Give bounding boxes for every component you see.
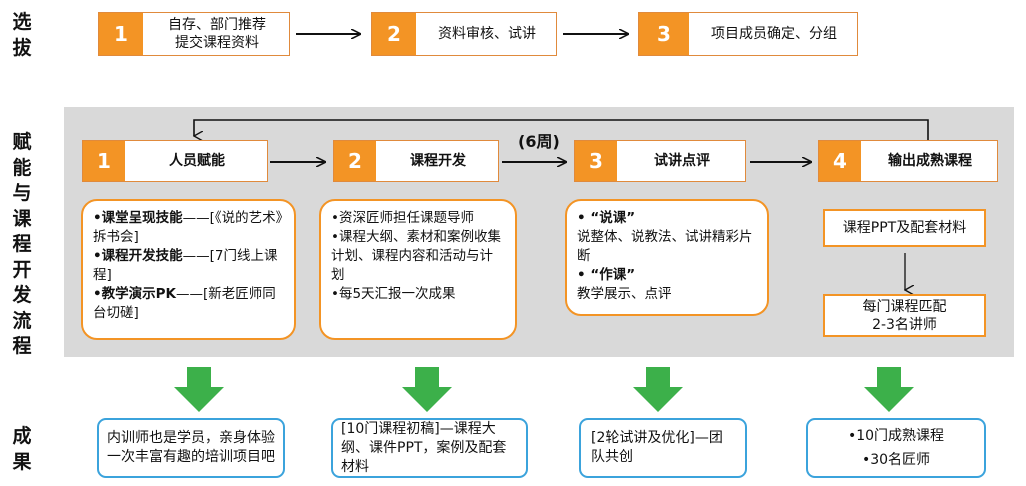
selection-step-2: 2 资料审核、试讲: [371, 12, 557, 56]
selection-step-1-number: 1: [99, 13, 143, 55]
detail-1-item-1: •课堂呈现技能——[《说的艺术》拆书会]: [93, 209, 284, 247]
loop-back-arrow: [194, 119, 929, 140]
detail-1-item-2-bold: •课程开发技能: [93, 248, 183, 264]
green-down-arrow-4: [864, 367, 914, 412]
row-label-process-text: 赋能与课程开发流程: [12, 131, 32, 357]
detail-2-item-3: •每5天汇报一次成果: [331, 286, 456, 302]
row-label-selection-text: 选拔: [12, 11, 32, 59]
duration-label: (6周): [518, 132, 560, 151]
detail-3-heading-1: • “说课”: [577, 210, 636, 226]
green-down-arrow-1: [174, 367, 224, 412]
process-step-3-title: 试讲点评: [654, 153, 710, 169]
detail-step-4-bottom: 每门课程匹配 2-3名讲师: [823, 294, 986, 337]
detail-2-item-1: •资深匠师担任课题导师: [331, 210, 474, 226]
result-box-4: •10门成熟课程 •30名匠师: [806, 418, 986, 478]
row-label-results-text: 成果: [12, 425, 32, 473]
process-step-3-number: 3: [575, 141, 617, 181]
selection-step-1: 1 自存、部门推荐 提交课程资料: [98, 12, 290, 56]
selection-step-1-text: 自存、部门推荐 提交课程资料: [168, 17, 266, 51]
process-step-1-number: 1: [83, 141, 125, 181]
selection-step-2-number: 2: [372, 13, 416, 55]
result-box-1: 内训师也是学员，亲身体验一次丰富有趣的培训项目吧: [97, 418, 285, 478]
process-step-4-number: 4: [819, 141, 861, 181]
process-step-1-title: 人员赋能: [169, 153, 225, 169]
green-down-arrow-3: [633, 367, 683, 412]
row-label-selection: 选拔: [9, 9, 35, 61]
detail-1-item-1-text: ——[《说的艺术》拆书会]: [93, 210, 283, 245]
row-label-process: 赋能与课程开发流程: [9, 130, 35, 360]
process-step-2-number: 2: [334, 141, 376, 181]
detail-step-4-top: 课程PPT及配套材料: [823, 209, 986, 247]
process-step-1: 1 人员赋能: [82, 140, 268, 182]
result-box-2: [10门课程初稿]—课程大纲、课件PPT，案例及配套材料: [331, 418, 528, 478]
process-step-2: 2 课程开发: [333, 140, 499, 182]
selection-step-3-text: 项目成员确定、分组: [711, 26, 837, 42]
detail-1-item-1-bold: •课堂呈现技能: [93, 210, 183, 226]
detail-1-item-3-text: ——[新老匠师同台切磋]: [93, 286, 276, 321]
detail-step-3: • “说课” 说整体、说教法、试讲精彩片断 • “作课” 教学展示、点评: [565, 199, 769, 316]
selection-step-3: 3 项目成员确定、分组: [638, 12, 858, 56]
detail-2-item-2: •课程大纲、素材和案例收集计划、课程内容和活动与计划: [331, 229, 501, 283]
detail-3-text-1: 说整体、说教法、试讲精彩片断: [577, 229, 753, 264]
detail-1-item-3-bold: •教学演示PK: [93, 286, 176, 302]
detail-step-2: •资深匠师担任课题导师 •课程大纲、素材和案例收集计划、课程内容和活动与计划 •…: [319, 199, 517, 340]
process-step-4: 4 输出成熟课程: [818, 140, 998, 182]
row-label-results: 成果: [9, 423, 35, 475]
detail-1-item-3: •教学演示PK——[新老匠师同台切磋]: [93, 285, 284, 323]
result-box-3: [2轮试讲及优化]—团队共创: [579, 418, 747, 478]
process-step-2-title: 课程开发: [410, 153, 466, 169]
process-step-3: 3 试讲点评: [574, 140, 746, 182]
detail-1-item-2-text: ——[7门线上课程]: [93, 248, 278, 283]
detail-1-item-2: •课程开发技能——[7门线上课程]: [93, 247, 284, 285]
process-step-4-title: 输出成熟课程: [888, 153, 972, 169]
detail-3-text-2: 教学展示、点评: [577, 286, 672, 302]
green-down-arrow-2: [402, 367, 452, 412]
selection-step-2-text: 资料审核、试讲: [438, 26, 536, 42]
detail-3-heading-2: • “作课”: [577, 267, 636, 283]
detail-step-1: •课堂呈现技能——[《说的艺术》拆书会] •课程开发技能——[7门线上课程] •…: [81, 199, 296, 340]
selection-step-3-number: 3: [639, 13, 689, 55]
